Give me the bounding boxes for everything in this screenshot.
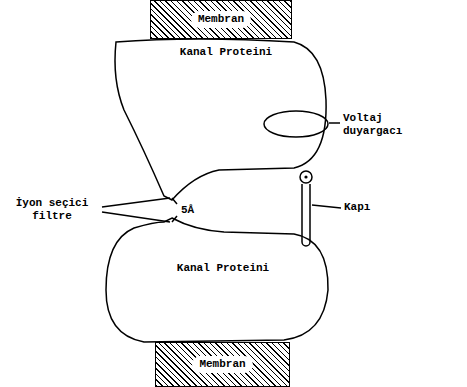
protein-label: Kanal Proteini [109, 34, 343, 59]
membrane-label: Membran [192, 356, 252, 373]
membrane-label: Membran [191, 11, 251, 28]
part-label: İyon seçici filtre [6, 197, 98, 223]
channel-protein: Kanal Proteini [102, 212, 344, 346]
gate-dot [304, 175, 307, 178]
leader-line [329, 122, 340, 124]
dimension-label: 5Å [181, 204, 194, 217]
membrane-band: Membran [155, 342, 290, 387]
leader-line [102, 212, 170, 222]
part-label: Kapı [344, 201, 370, 214]
part-label: Voltaj duyargacı [343, 112, 423, 138]
membrane-band: Membran [150, 0, 292, 39]
channel-protein: Kanal Proteini [109, 34, 343, 206]
protein-outline [115, 39, 326, 200]
protein-outline [109, 34, 331, 206]
protein-outline [106, 218, 328, 342]
leader-line [102, 198, 170, 207]
voltage-sensor [264, 111, 328, 137]
leader-line [312, 205, 341, 208]
protein-label: Kanal Proteini [102, 212, 344, 275]
gate-head [300, 171, 312, 183]
protein-outline [102, 212, 332, 346]
